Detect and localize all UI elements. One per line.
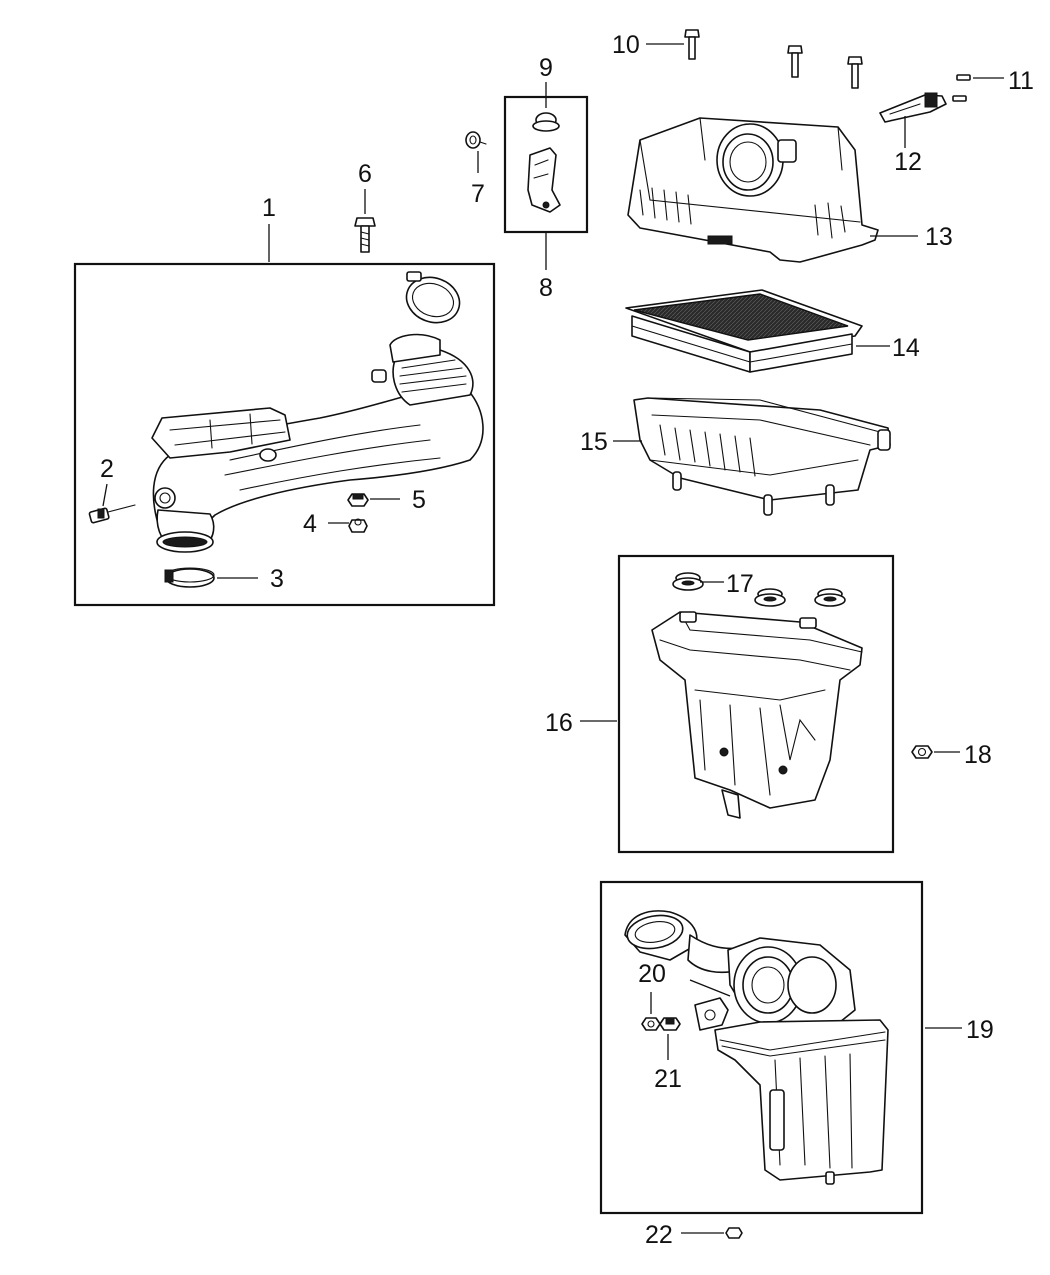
air-cleaner-assembly-icon[interactable] — [624, 910, 889, 1185]
callout-20[interactable]: 20 — [638, 960, 666, 988]
callout-3[interactable]: 3 — [270, 565, 284, 593]
callout-10[interactable]: 10 — [612, 31, 640, 59]
callout-13[interactable]: 13 — [925, 223, 953, 251]
callout-2[interactable]: 2 — [100, 455, 114, 483]
callout-8[interactable]: 8 — [539, 274, 553, 302]
callout-5[interactable]: 5 — [412, 486, 426, 514]
grommet-icon[interactable] — [814, 588, 846, 607]
callout-17[interactable]: 17 — [726, 570, 754, 598]
callout-14[interactable]: 14 — [892, 334, 920, 362]
nut-icon[interactable] — [348, 518, 368, 533]
callout-21[interactable]: 21 — [654, 1065, 682, 1093]
group-1-box — [73, 262, 496, 607]
callout-1[interactable]: 1 — [262, 194, 276, 222]
air-intake-duct-icon[interactable] — [151, 270, 484, 553]
bolt-icon[interactable] — [684, 29, 700, 60]
air-filter-element-icon[interactable] — [625, 289, 863, 373]
nut-icon[interactable] — [659, 1017, 681, 1031]
nut-icon[interactable] — [641, 1017, 661, 1031]
mass-airflow-sensor-icon[interactable] — [879, 92, 947, 123]
nut-icon[interactable] — [911, 745, 933, 759]
callout-11[interactable]: 11 — [1008, 67, 1034, 95]
callout-22[interactable]: 22 — [645, 1221, 673, 1249]
bolt-icon[interactable] — [787, 45, 803, 78]
air-cleaner-cover-icon[interactable] — [627, 117, 879, 263]
grommet-icon[interactable] — [532, 112, 560, 132]
callout-12[interactable]: 12 — [894, 148, 922, 176]
callout-19[interactable]: 19 — [966, 1016, 994, 1044]
callout-6[interactable]: 6 — [358, 160, 372, 188]
group-16-box — [617, 554, 895, 854]
bolt-icon[interactable] — [354, 217, 376, 253]
air-cleaner-tray-icon[interactable] — [633, 397, 891, 516]
callout-18[interactable]: 18 — [964, 741, 992, 769]
callout-7[interactable]: 7 — [471, 180, 485, 208]
callout-15[interactable]: 15 — [580, 428, 608, 456]
grommet-icon[interactable] — [754, 588, 786, 607]
callout-16[interactable]: 16 — [545, 709, 573, 737]
grommet-icon[interactable] — [465, 131, 487, 149]
callout-9[interactable]: 9 — [539, 54, 553, 82]
nut-icon[interactable] — [347, 493, 369, 507]
bolt-icon[interactable] — [952, 74, 971, 102]
group-19-box — [599, 880, 924, 1215]
air-cleaner-housing-icon[interactable] — [651, 611, 863, 819]
temperature-sensor-icon[interactable] — [88, 504, 136, 524]
bracket-icon[interactable] — [527, 147, 561, 213]
nut-icon[interactable] — [725, 1227, 743, 1239]
grommet-icon[interactable] — [672, 572, 704, 591]
callout-4[interactable]: 4 — [303, 510, 317, 538]
hose-clamp-icon[interactable] — [164, 567, 215, 588]
bolt-icon[interactable] — [847, 56, 863, 89]
